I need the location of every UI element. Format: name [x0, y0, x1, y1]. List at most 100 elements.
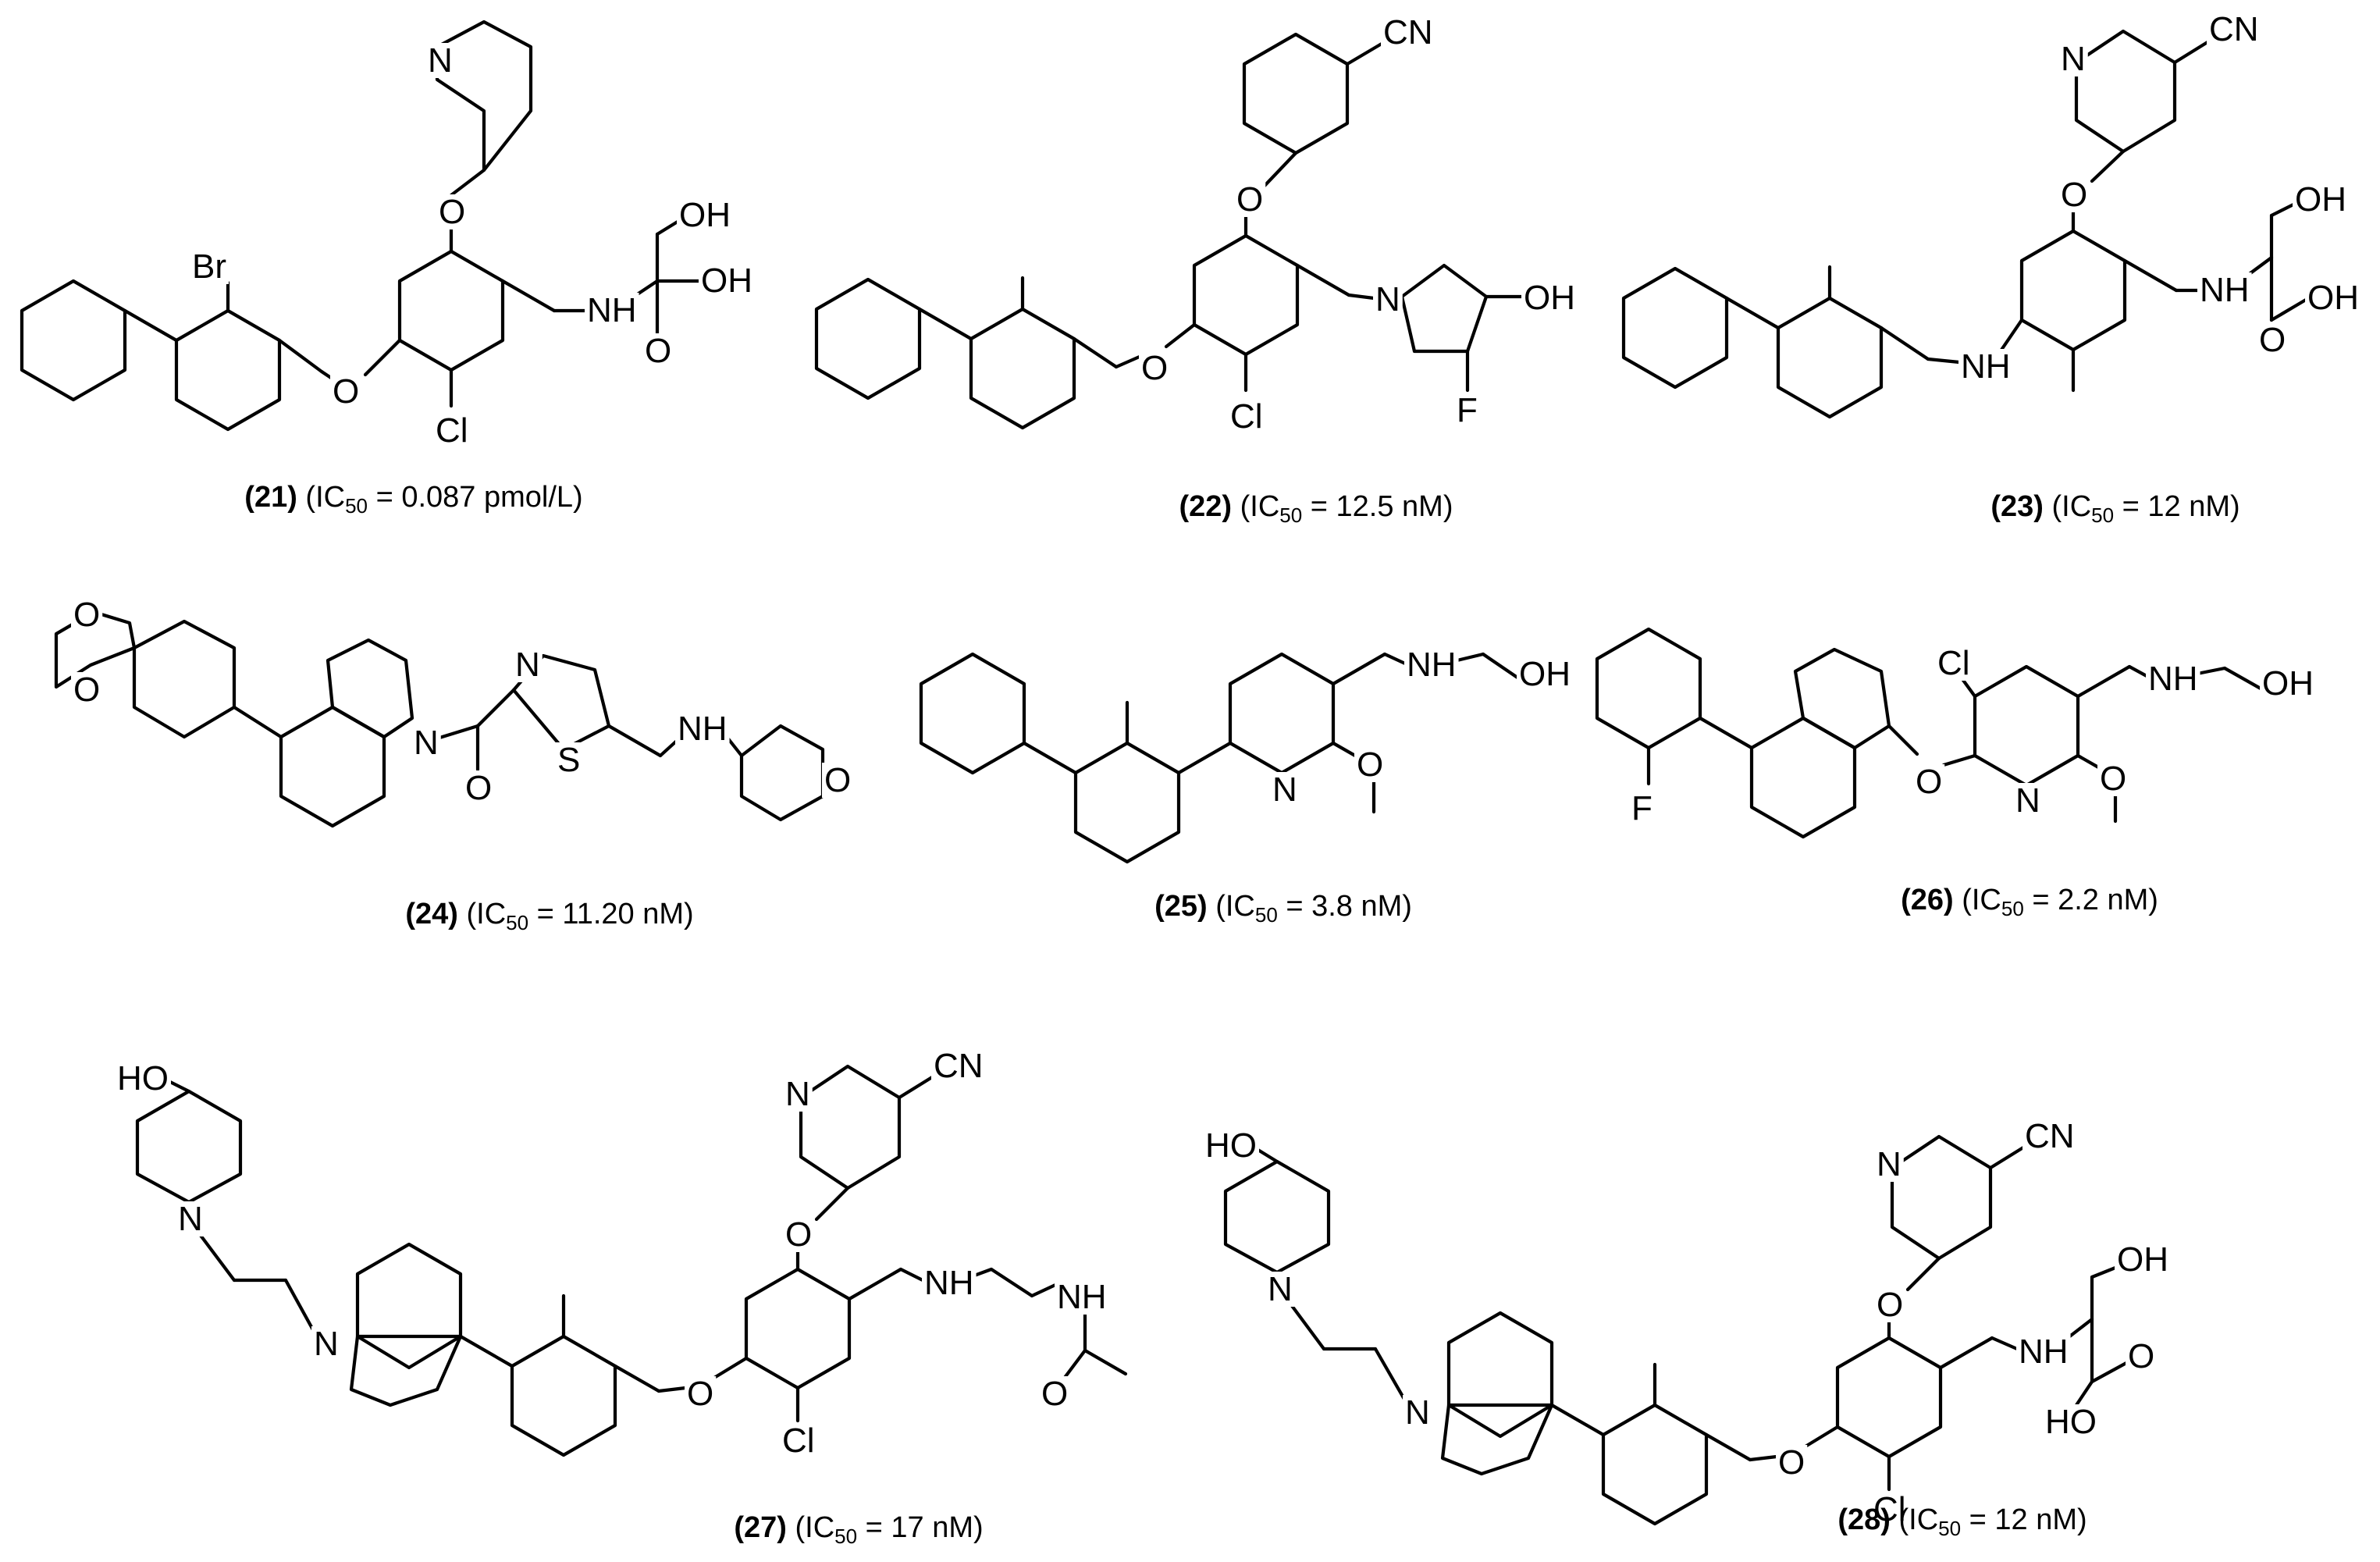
bond [123, 308, 179, 343]
structure-26: Cl F O N O NH OH [1595, 627, 2316, 839]
bond-ring [1242, 32, 1350, 155]
atom-21-O3: O [645, 332, 671, 370]
bond [232, 705, 283, 739]
atom-label-background [922, 1265, 977, 1300]
atom-27-N3: N [314, 1325, 339, 1363]
structure-27: N CN HO N N O O NH NH Cl O [115, 1047, 1128, 1460]
bond [1286, 1298, 1326, 1351]
bond [2172, 40, 2210, 65]
ic50-value: 2.2 nM [2058, 884, 2149, 916]
atom-24-N1: N [414, 724, 439, 762]
bond [898, 1267, 925, 1283]
atom-label-background [1874, 1287, 1906, 1322]
atom-26-Cl: Cl [1937, 644, 1970, 682]
atom-25-OH: OH [1519, 655, 1571, 693]
bond-ring [1073, 741, 1181, 864]
ic50-subscript: 50 [2091, 503, 2115, 527]
bond [1724, 296, 1781, 330]
bond-ring [1400, 263, 1489, 354]
atom-label-background [2197, 272, 2252, 308]
atom-25-NH: NH [1407, 646, 1457, 684]
bond-ring [1440, 1403, 1554, 1476]
atom-label-background [1776, 1445, 1808, 1480]
atom-label-background [1871, 1492, 1909, 1527]
atom-21-Br: Br [192, 247, 226, 286]
caption-25: (25) (IC50 = 3.8 nM) [1154, 890, 1412, 927]
atom-label-background [2016, 1334, 2071, 1369]
bond [2074, 1379, 2094, 1407]
atom-26-F: F [1631, 789, 1652, 827]
ic50-subscript: 50 [1279, 503, 1303, 527]
bond [613, 1364, 661, 1393]
bond-ring [132, 619, 237, 739]
atom-28-O2: O [1778, 1443, 1805, 1482]
caption-23: (23) (IC50 = 12 nM) [1990, 490, 2240, 527]
bond [989, 1267, 1034, 1298]
atom-label-background [2013, 783, 2043, 818]
atom-28-O1: O [1877, 1286, 1903, 1324]
ic50-value: 17 nM [891, 1511, 973, 1544]
atom-label-background [1270, 772, 1300, 807]
bond [500, 279, 557, 313]
compound-label: (26) [1901, 884, 1954, 916]
atom-28-HO: HO [1205, 1126, 1257, 1165]
atom-28-OH1: OH [2117, 1240, 2168, 1279]
bond-ring [1223, 1159, 1331, 1275]
bond [1549, 1403, 1606, 1437]
atom-label-background [585, 293, 639, 328]
structure-24: O O N N S O NH O [54, 596, 854, 828]
atom-28-CN: CN [2025, 1117, 2075, 1155]
ic50-prefix: IC [805, 1511, 835, 1544]
atom-21-Cl: Cl [436, 411, 468, 450]
structure-21: N O O Br Cl NH OH OH O [20, 20, 755, 450]
atom-label-background [1403, 1395, 1432, 1430]
atom-label-background [699, 263, 755, 298]
bond-ring [397, 249, 505, 372]
ic50-subscript: 50 [1254, 903, 1278, 927]
bond [1960, 677, 1977, 699]
caption-24: (24) (IC50 = 11.20 nM) [405, 898, 694, 934]
atom-label-background [1381, 15, 1435, 50]
bond [475, 688, 516, 728]
atom-label-background [2293, 182, 2349, 217]
bond-ring [969, 307, 1076, 430]
bond [194, 1228, 237, 1283]
bond [1698, 716, 1754, 750]
bond-ring [1446, 1311, 1554, 1439]
atom-27-NH2: NH [1057, 1278, 1107, 1316]
atom-label-background [2126, 1339, 2158, 1374]
atom-27-HO: HO [117, 1059, 169, 1098]
atom-label-background [675, 711, 730, 746]
ic50-prefix: IC [1250, 490, 1280, 523]
bond-ring [174, 308, 282, 432]
bond-ring [1890, 1134, 1993, 1261]
atom-28-HO2: HO [2045, 1403, 2097, 1441]
bond-ring [435, 20, 533, 173]
bond [2090, 1265, 2118, 1279]
bond-ring [54, 610, 137, 689]
atom-label-background [1354, 747, 1386, 782]
bond [1988, 1145, 2026, 1170]
bond-ring [349, 1334, 463, 1407]
atom-label-background [1629, 791, 1655, 826]
atom-22-Cl: Cl [1230, 397, 1263, 436]
bond [2269, 297, 2308, 322]
bond [1799, 1425, 1840, 1451]
bond-ring [135, 1089, 243, 1204]
atom-label-background [555, 742, 583, 777]
bond [917, 307, 973, 341]
atom-label-background [71, 672, 103, 707]
atom-label-background [1234, 182, 1266, 217]
atom-label-background [463, 770, 495, 806]
bond [2122, 258, 2179, 293]
compound-label: (24) [405, 898, 458, 930]
ic50-prefix: IC [1909, 1503, 1939, 1536]
bond-ring [355, 1242, 463, 1370]
atom-23-O3: O [2259, 321, 2286, 359]
atom-label-background [1958, 349, 2013, 384]
atom-label-background [1373, 282, 1403, 317]
bond [1347, 293, 1376, 301]
bond-ring [1776, 296, 1884, 419]
ic50-subscript: 50 [834, 1525, 858, 1548]
